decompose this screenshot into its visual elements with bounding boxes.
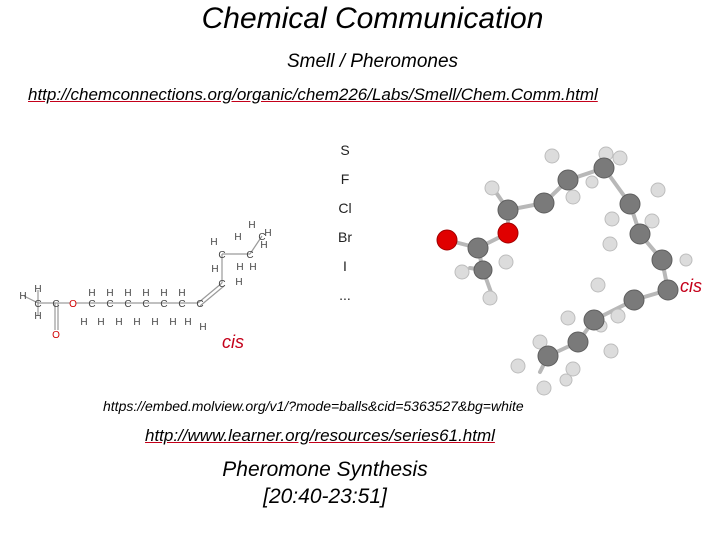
svg-text:H: H [234, 232, 241, 243]
element-br: Br [338, 229, 352, 245]
svg-text:H: H [184, 317, 191, 328]
slide-subtitle: Smell / Pheromones [286, 51, 459, 72]
svg-text:H: H [249, 262, 256, 273]
svg-text:C: C [218, 279, 225, 290]
element-ellipsis: ... [339, 287, 351, 303]
svg-text:H: H [115, 317, 122, 328]
svg-text:C: C [52, 299, 59, 310]
carbon-atoms [467, 157, 679, 367]
svg-text:H: H [260, 240, 267, 251]
synthesis-timestamp: [20:40-23:51] [263, 485, 387, 508]
svg-text:C: C [246, 250, 253, 261]
svg-text:H: H [235, 277, 242, 288]
cis-label-left: cis [222, 332, 244, 352]
element-f: F [340, 171, 350, 187]
svg-text:H: H [34, 284, 41, 295]
learner-org-link[interactable]: http://www.learner.org/resources/series6… [145, 426, 495, 445]
chemconnections-link[interactable]: http://chemconnections.org/organic/chem2… [28, 85, 598, 104]
oxygen-atoms [436, 222, 519, 251]
svg-text:H: H [133, 317, 140, 328]
svg-text:C: C [218, 250, 225, 261]
svg-text:O: O [69, 299, 77, 310]
element-cl: Cl [338, 200, 352, 216]
svg-text:H: H [34, 311, 41, 322]
svg-text:H: H [169, 317, 176, 328]
svg-text:H: H [151, 317, 158, 328]
svg-text:H: H [124, 288, 131, 299]
element-i: I [343, 258, 347, 274]
svg-text:C: C [142, 299, 149, 310]
hydrogen-atoms [454, 146, 693, 396]
svg-text:C: C [88, 299, 95, 310]
svg-text:H: H [199, 322, 206, 333]
svg-text:H: H [178, 288, 185, 299]
svg-text:H: H [142, 288, 149, 299]
svg-text:H: H [160, 288, 167, 299]
svg-text:H: H [97, 317, 104, 328]
svg-text:C: C [258, 232, 265, 243]
slide-title: Chemical Communication [201, 2, 544, 35]
svg-text:H: H [248, 220, 255, 231]
svg-text:C: C [160, 299, 167, 310]
synthesis-title: Pheromone Synthesis [222, 458, 428, 481]
svg-text:H: H [210, 237, 217, 248]
synthesis-caption: Pheromone Synthesis [20:40-23:51] [160, 456, 490, 510]
svg-text:C: C [106, 299, 113, 310]
molview-embed-url: https://embed.molview.org/v1/?mode=balls… [103, 398, 524, 414]
svg-text:H: H [236, 262, 243, 273]
svg-text:C: C [34, 299, 41, 310]
element-s: S [340, 142, 350, 158]
svg-text:H: H [19, 291, 26, 302]
svg-text:C: C [124, 299, 131, 310]
cis-label-right: cis [680, 276, 702, 296]
svg-text:O: O [52, 330, 60, 341]
svg-text:H: H [264, 228, 271, 239]
svg-text:C: C [196, 299, 203, 310]
halogen-element-list: S F Cl Br I ... [330, 141, 360, 315]
svg-text:H: H [211, 264, 218, 275]
svg-text:C: C [178, 299, 185, 310]
svg-text:H: H [106, 288, 113, 299]
svg-text:H: H [88, 288, 95, 299]
svg-text:H: H [80, 317, 87, 328]
